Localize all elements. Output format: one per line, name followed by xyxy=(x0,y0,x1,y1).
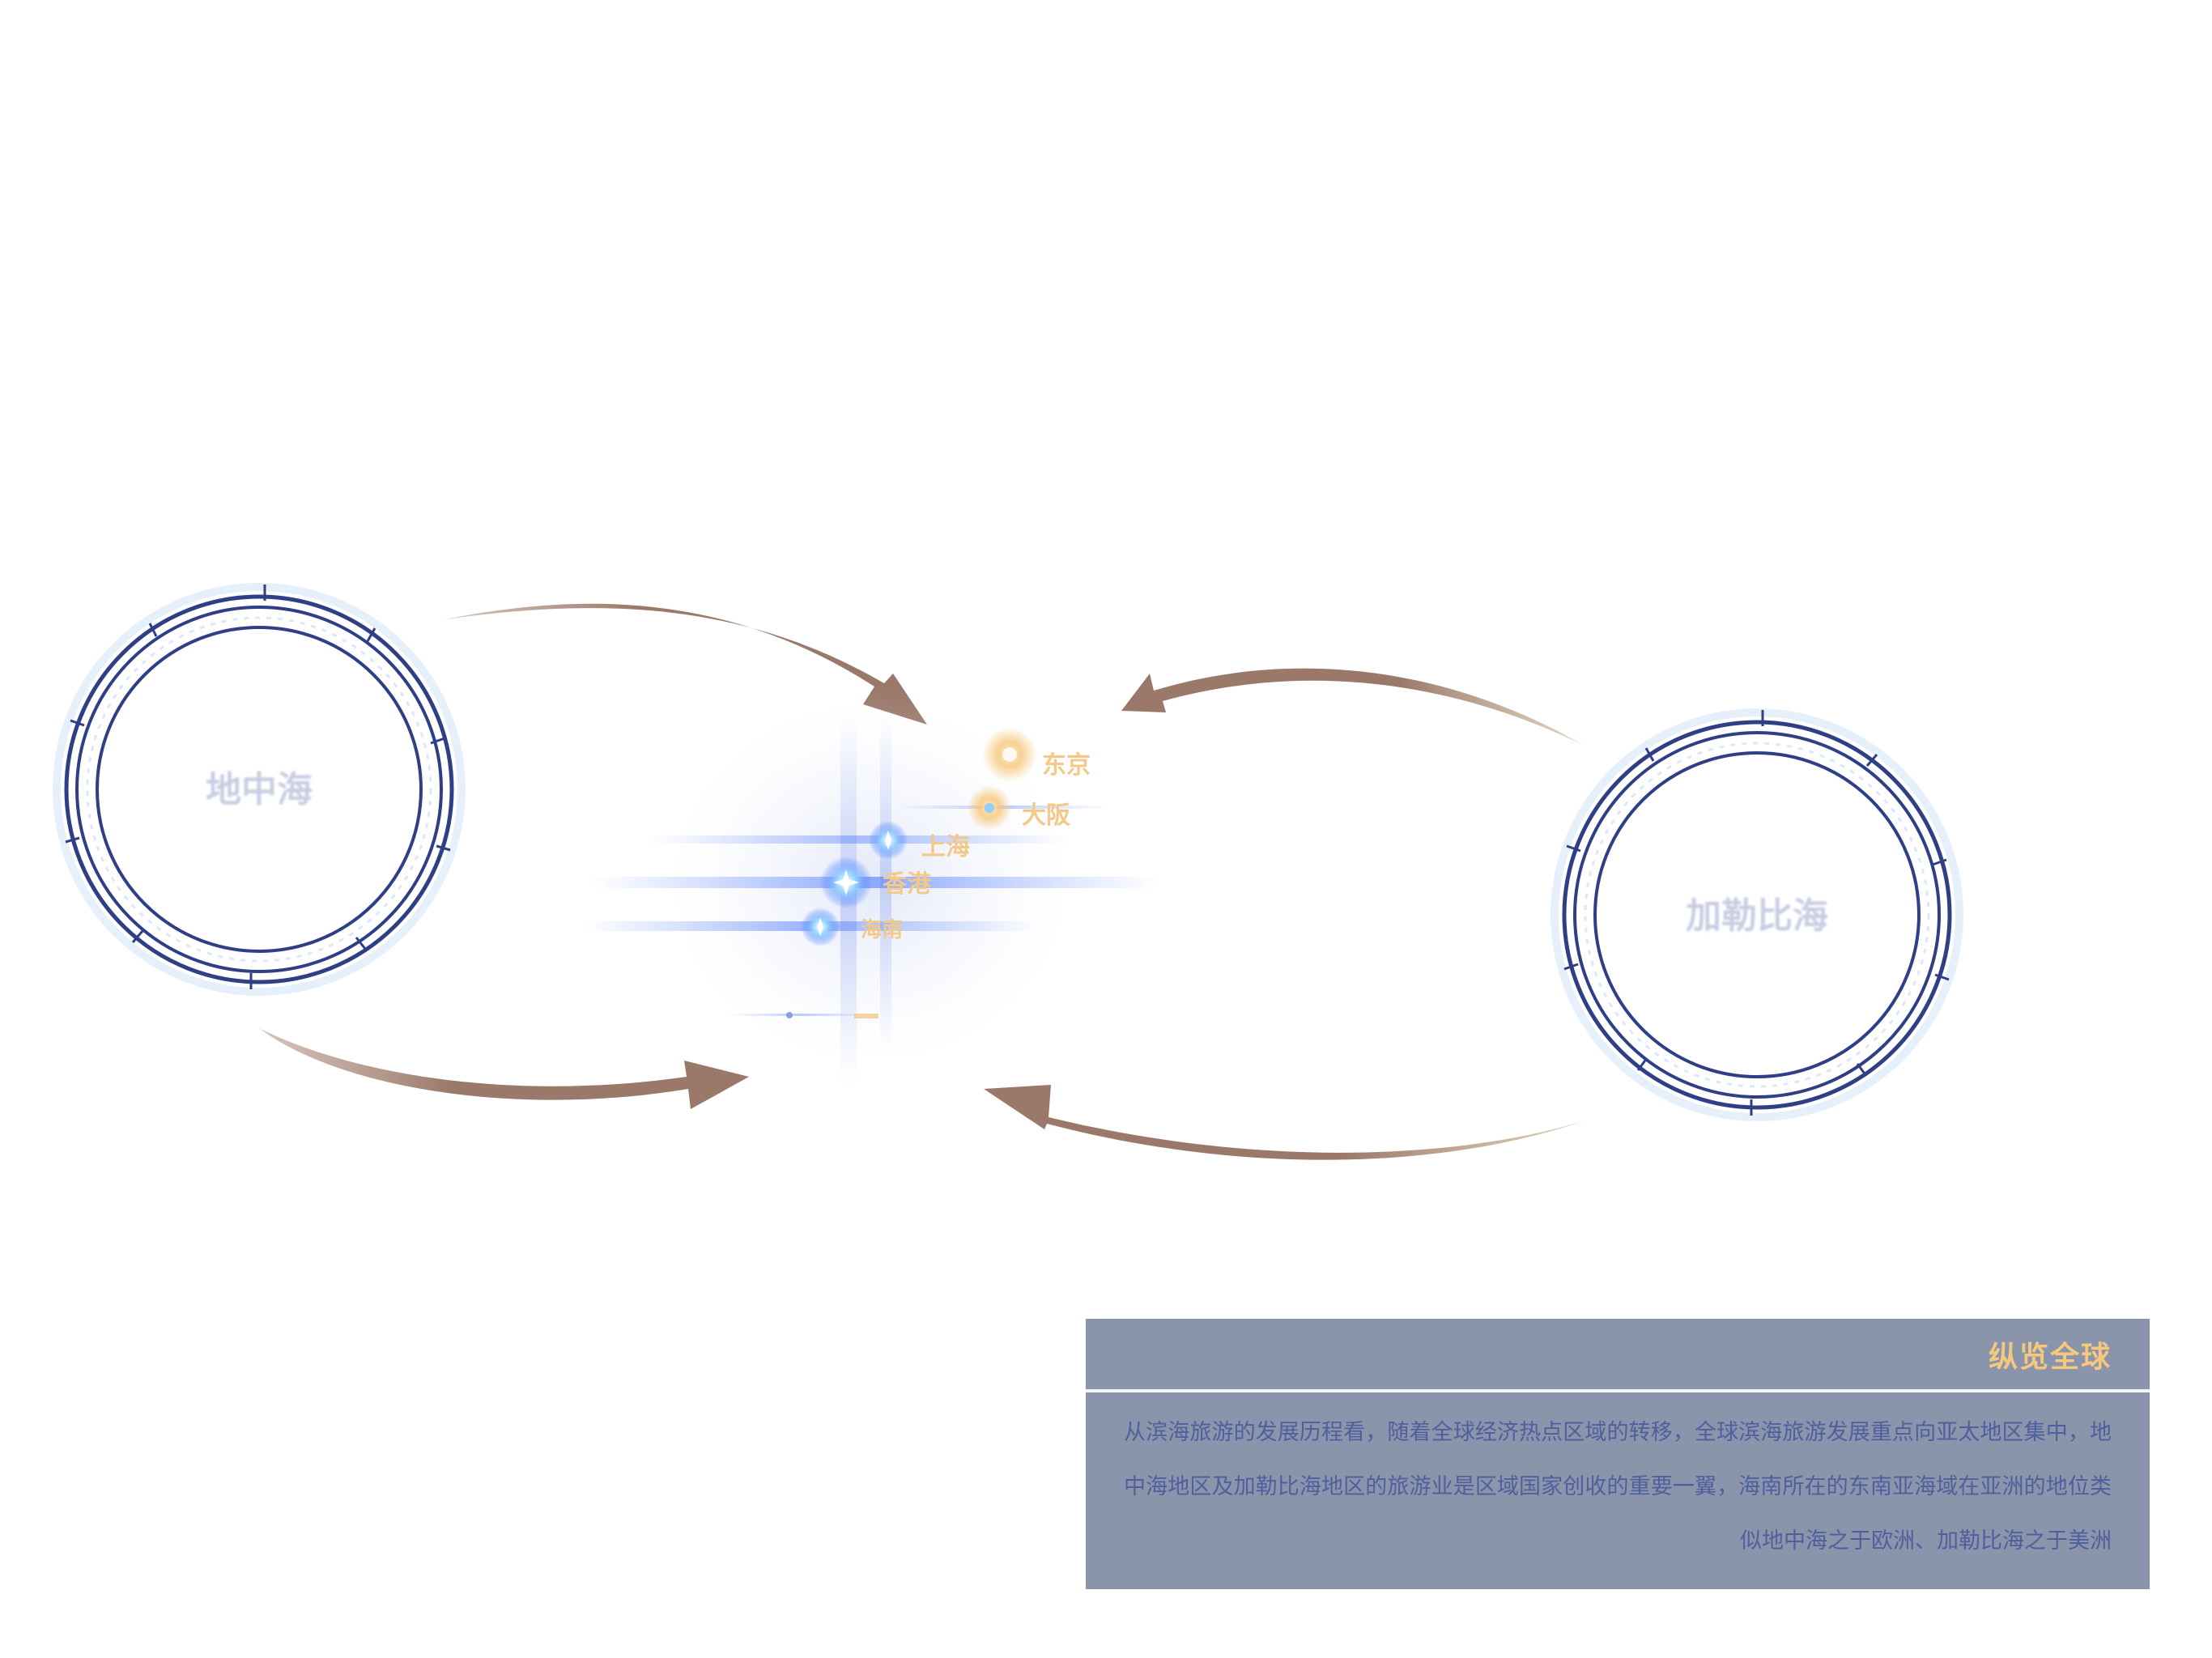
minor-marker xyxy=(786,1012,878,1018)
panel-header: 纵览全球 xyxy=(1086,1319,2150,1392)
city-shanghai: 上海 xyxy=(869,821,970,861)
arrow-caribbean-upper xyxy=(1121,668,1583,745)
hainan-label: 海南 xyxy=(861,918,903,942)
hongkong-label: 香港 xyxy=(883,870,932,899)
arrow-mediterranean-lower xyxy=(259,1028,749,1109)
city-hongkong: 香港 xyxy=(820,857,932,908)
info-panel: 纵览全球 从滨海旅游的发展历程看，随着全球经济热点区域的转移，全球滨海旅游发展重… xyxy=(1086,1319,2150,1589)
osaka-label: 大阪 xyxy=(1022,801,1070,830)
tokyo-label: 东京 xyxy=(1042,751,1091,780)
caribbean-label: 加勒比海 xyxy=(1686,895,1828,937)
city-osaka: 大阪 xyxy=(967,785,1070,831)
shanghai-label: 上海 xyxy=(921,833,970,861)
flow-arrows xyxy=(259,603,1583,1160)
panel-body: 从滨海旅游的发展历程看，随着全球经济热点区域的转移，全球滨海旅游发展重点向亚太地… xyxy=(1124,1420,2112,1554)
caribbean-ring: 加勒比海 xyxy=(1551,708,1963,1121)
city-tokyo: 东京 xyxy=(982,727,1091,782)
mediterranean-ring: 地中海 xyxy=(53,583,466,996)
city-markers: 东京 大阪 上海 香港 海南 xyxy=(786,727,1091,1018)
city-hainan: 海南 xyxy=(801,908,903,946)
panel-title: 纵览全球 xyxy=(1988,1340,2112,1374)
arrow-caribbean-lower xyxy=(984,1085,1583,1160)
mediterranean-label: 地中海 xyxy=(206,769,313,810)
